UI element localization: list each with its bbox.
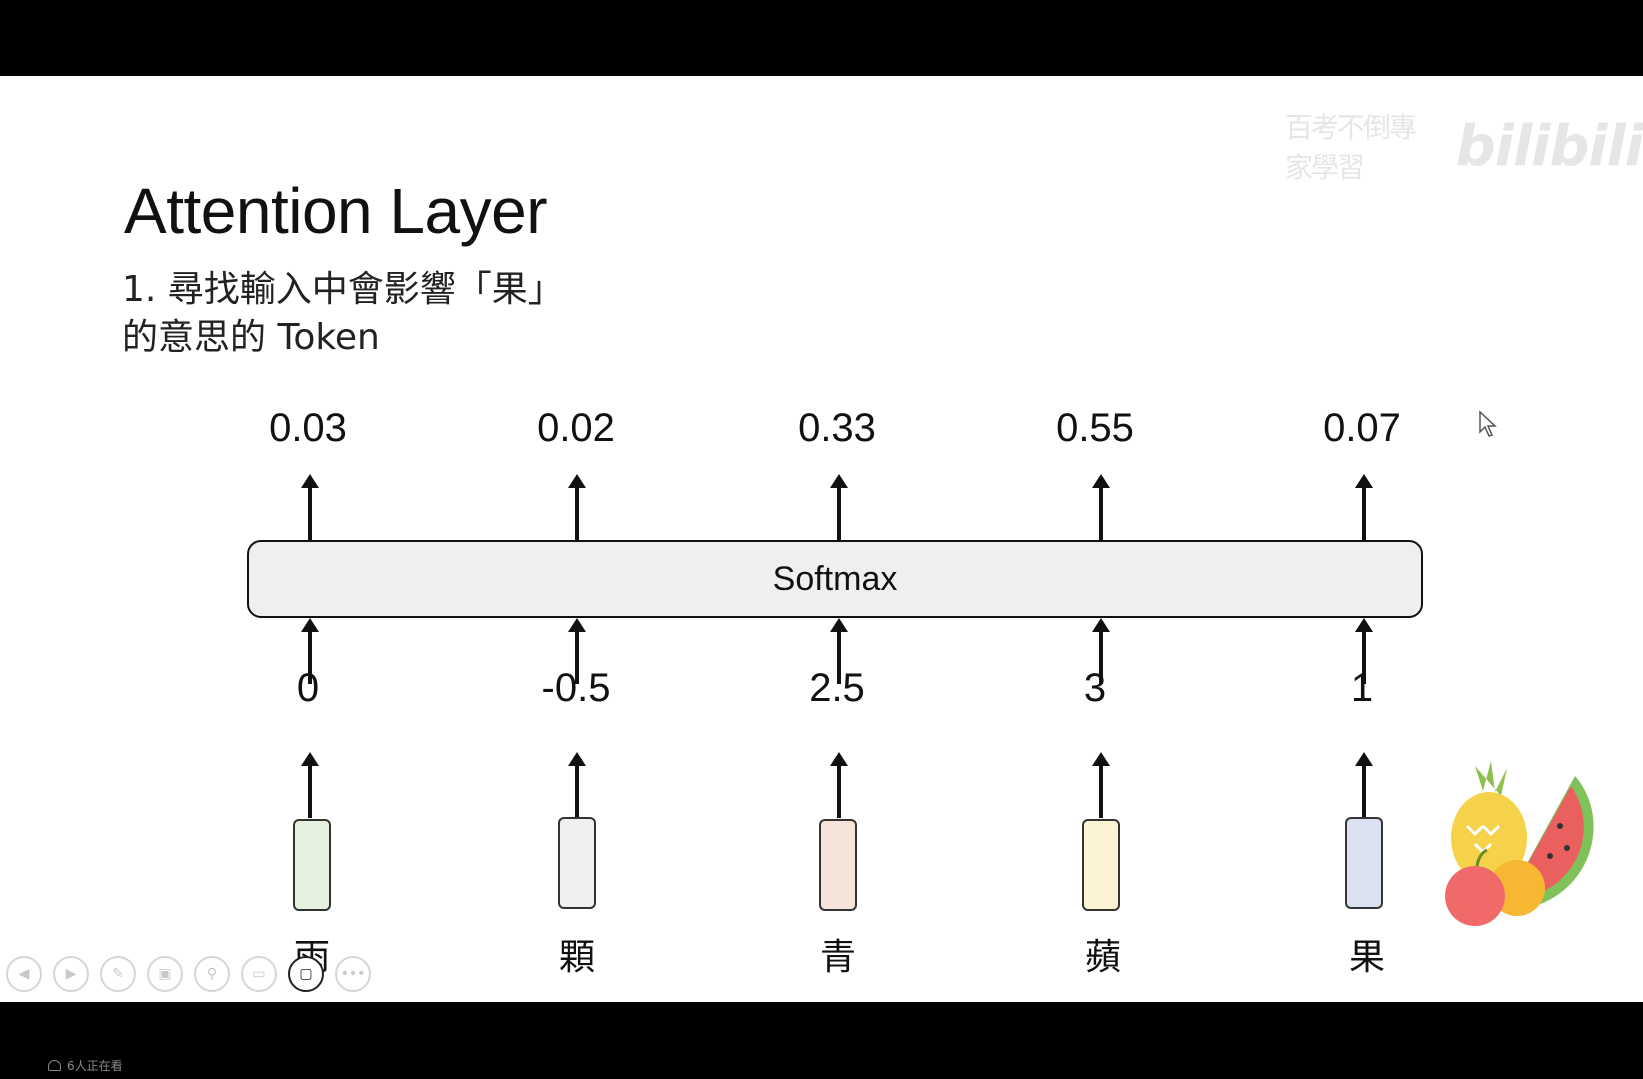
arrow-up: [301, 752, 319, 818]
next-slide-button[interactable]: ▶: [53, 956, 89, 992]
mouse-cursor-icon: [1479, 410, 1497, 437]
token-label: 果: [1348, 937, 1386, 978]
arrow-up: [568, 618, 586, 684]
more-icon: •••: [340, 966, 366, 982]
score-label: 3: [1083, 666, 1107, 710]
zoom-button[interactable]: ⚲: [194, 956, 230, 992]
slides-icon: ▣: [158, 966, 172, 982]
bilibili-watermark: 百考不倒專家學習 bilibili: [1285, 106, 1643, 186]
score-label: 2.5: [809, 666, 865, 710]
viewer-count: 6人正在看: [48, 1057, 123, 1074]
token-vector: [1082, 819, 1120, 911]
slide-subtitle: 1. 尋找輸入中會影響「果」 的意思的 Token: [122, 266, 564, 362]
more-button[interactable]: •••: [335, 956, 371, 992]
probability-label: 0.55: [1056, 406, 1134, 450]
next-icon: ▶: [65, 966, 77, 982]
arrow-up: [301, 474, 319, 540]
prev-icon: ◀: [18, 966, 30, 982]
prev-slide-button[interactable]: ◀: [6, 956, 42, 992]
arrow-up: [568, 752, 586, 818]
probability-label: 0.02: [537, 406, 615, 450]
slides-button[interactable]: ▣: [147, 956, 183, 992]
arrow-up: [1355, 618, 1373, 684]
token-label: 顆: [558, 937, 596, 978]
subtitle-icon: ▭: [252, 966, 266, 982]
arrow-up: [1092, 618, 1110, 684]
subtitle-button[interactable]: ▭: [241, 956, 277, 992]
token-label: 青: [819, 937, 857, 978]
camera-button[interactable]: ▢: [288, 956, 324, 992]
arrow-up: [301, 618, 319, 684]
arrow-up: [1355, 474, 1373, 540]
viewer-count-text: 6人正在看: [67, 1059, 123, 1073]
probability-label: 0.07: [1323, 406, 1401, 450]
arrow-up: [568, 474, 586, 540]
score-label: 0: [296, 666, 320, 710]
arrow-up: [1355, 752, 1373, 818]
camera-icon: ▢: [299, 966, 313, 982]
bottom-black-bar: [0, 1002, 1643, 1079]
token-vector: [558, 817, 596, 909]
watermark-text: 百考不倒專家學習: [1285, 111, 1417, 184]
subtitle-line-1: 1. 尋找輸入中會影響「果」: [122, 269, 564, 310]
bilibili-logo: bilibili: [1455, 113, 1643, 179]
token-vector: [819, 819, 857, 911]
arrow-up: [830, 618, 848, 684]
token-vector: [1345, 817, 1383, 909]
subtitle-line-2: 的意思的 Token: [122, 317, 380, 358]
slide: 百考不倒專家學習 bilibili Attention Layer 1. 尋找輸…: [0, 76, 1643, 1002]
score-label: -0.5: [541, 666, 611, 710]
pen-icon: ✎: [112, 966, 124, 982]
arrow-up: [830, 474, 848, 540]
token-label: 蘋: [1084, 937, 1122, 978]
pen-button[interactable]: ✎: [100, 956, 136, 992]
score-label: 1: [1350, 666, 1374, 710]
probability-label: 0.03: [269, 406, 347, 450]
arrow-up: [1092, 752, 1110, 818]
attention-diagram: Softmax 0.03 0 雨 0.02 -0.5 顆 0.33 2.5 青 …: [0, 76, 1643, 1002]
softmax-label: Softmax: [772, 559, 898, 598]
zoom-icon: ⚲: [206, 966, 218, 982]
arrow-up: [830, 752, 848, 818]
top-black-bar: [0, 0, 1643, 76]
arrow-up: [1092, 474, 1110, 540]
probability-label: 0.33: [798, 406, 876, 450]
token-vector: [293, 819, 331, 911]
softmax-box: Softmax: [247, 540, 1423, 618]
headphones-icon: [48, 1060, 61, 1071]
fruit-illustration-icon: [1445, 761, 1594, 926]
presentation-controls: ◀ ▶ ✎ ▣ ⚲ ▭ ▢ •••: [6, 956, 371, 992]
slide-title: Attention Layer: [124, 175, 548, 247]
